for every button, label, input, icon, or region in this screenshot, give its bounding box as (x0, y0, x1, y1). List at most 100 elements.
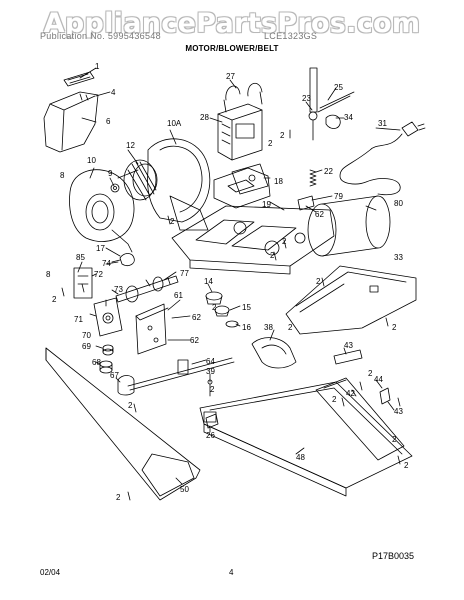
part-drum (307, 195, 391, 257)
part-pad-26 (205, 413, 219, 429)
callout-77: 77 (180, 269, 189, 278)
callout-2k: 2 (116, 493, 121, 502)
callout-85: 85 (76, 253, 85, 262)
callout-42: 42 (346, 389, 355, 398)
callout-1: 1 (95, 62, 100, 71)
callout-33: 33 (394, 253, 403, 262)
part-drive-rod (127, 357, 235, 391)
footer-page-number: 4 (229, 568, 234, 577)
part-shaft (115, 275, 179, 303)
part-front-panel (45, 347, 201, 501)
part-base-plate (171, 205, 335, 275)
part-hose-clamp (111, 253, 135, 266)
callout-28: 28 (200, 113, 209, 122)
callout-2i: 2 (368, 369, 373, 378)
callout-43b: 43 (394, 407, 403, 416)
part-motor-bracket (231, 163, 269, 195)
callout-50: 50 (180, 485, 189, 494)
part-washer-9 (110, 183, 120, 193)
callout-61: 61 (174, 291, 183, 300)
callout-labels: 1 4 6 10 10A 12 9 8 2 27 28 23 25 34 31 … (46, 62, 409, 502)
callout-43: 43 (344, 341, 353, 350)
callout-62c: 62 (190, 336, 199, 345)
callout-2q: 2 (404, 461, 409, 470)
callout-2g: 2 (392, 323, 397, 332)
callout-64: 64 (206, 357, 215, 366)
watermark: AppliancePartsPros.com (43, 8, 421, 39)
callout-18: 18 (274, 177, 283, 186)
callout-2m: 2 (316, 277, 321, 286)
part-pulley-69 (102, 344, 114, 356)
part-switch-79 (297, 195, 315, 211)
callout-4: 4 (111, 88, 116, 97)
callout-68: 68 (92, 358, 101, 367)
callout-74: 74 (102, 259, 111, 268)
publication-label: Publication No. 5995436548 (40, 31, 161, 41)
part-idler-spring (309, 169, 317, 187)
part-duct-elbow (251, 337, 297, 369)
callout-2: 2 (170, 217, 175, 226)
callout-23: 23 (302, 94, 311, 103)
callout-2n: 2 (288, 323, 293, 332)
part-bottom-base (199, 381, 413, 497)
callout-10A: 10A (167, 119, 182, 128)
part-motor (217, 103, 263, 161)
callout-2f: 2 (270, 251, 275, 260)
model-label: LCE1323GS (264, 31, 318, 41)
callout-10: 10 (87, 156, 96, 165)
part-glide-14 (205, 291, 223, 305)
callout-2d: 2 (280, 131, 285, 140)
callout-17: 17 (96, 244, 105, 253)
part-glide-16 (225, 320, 239, 328)
callout-27: 27 (226, 72, 235, 81)
callout-79: 79 (334, 192, 343, 201)
callout-22: 22 (324, 167, 333, 176)
callout-16: 16 (242, 323, 251, 332)
callout-2j: 2 (392, 435, 397, 444)
part-housing-cover (147, 138, 211, 231)
callout-26: 26 (206, 431, 215, 440)
callout-38: 38 (264, 323, 273, 332)
callout-72: 72 (94, 270, 103, 279)
part-blower-duct (43, 91, 99, 153)
callout-71: 71 (74, 315, 83, 324)
callout-14: 14 (204, 277, 213, 286)
callout-25: 25 (334, 83, 343, 92)
callout-31: 31 (378, 119, 387, 128)
part-seal-strip-43 (333, 349, 363, 365)
part-seal-strip-42 (315, 377, 405, 461)
part-blower-housing (69, 169, 139, 253)
callout-6: 6 (106, 117, 111, 126)
callout-39: 39 (206, 367, 215, 376)
callout-2c: 2 (52, 295, 57, 304)
section-title: MOTOR/BLOWER/BELT (185, 44, 279, 53)
footer-date: 02/04 (40, 568, 61, 577)
callout-80: 80 (394, 199, 403, 208)
callout-69: 69 (82, 342, 91, 351)
part-motor-clamp (223, 83, 263, 113)
screws (61, 129, 401, 501)
callout-2e: 2 (282, 237, 287, 246)
leader-lines (77, 67, 401, 485)
callout-12: 12 (126, 141, 135, 150)
part-base-panel (285, 265, 417, 335)
callout-2o: 2 (212, 303, 217, 312)
part-power-cord (339, 121, 426, 196)
callout-19: 19 (262, 200, 271, 209)
part-blower-wheel (123, 159, 158, 201)
callout-2b: 2 (210, 385, 215, 394)
callout-2p: 2 (268, 139, 273, 148)
callout-62: 62 (315, 210, 324, 219)
callout-62b: 62 (192, 313, 201, 322)
part-idler-arm (308, 67, 318, 141)
part-motor-mount (213, 167, 271, 209)
callout-34: 34 (344, 113, 353, 122)
part-clip-44 (379, 387, 391, 405)
callout-67: 67 (110, 371, 119, 380)
callout-15: 15 (242, 303, 251, 312)
part-bracket-61 (135, 303, 169, 355)
callout-73: 73 (114, 285, 123, 294)
part-filter-strip (63, 71, 95, 87)
callout-48: 48 (296, 453, 305, 462)
